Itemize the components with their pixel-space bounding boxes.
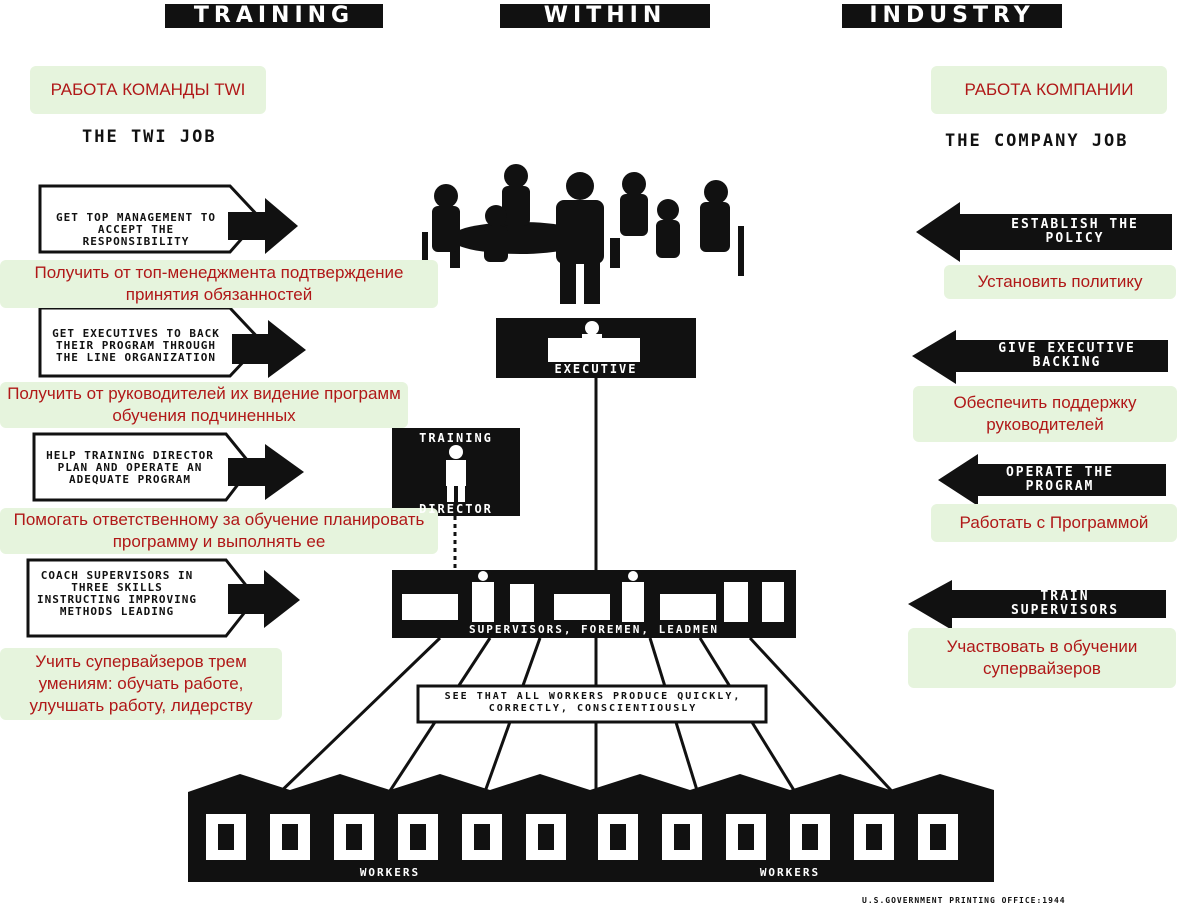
right-arrow-1	[916, 202, 1172, 262]
left-step-2-ru: Получить от руководителей их видение про…	[0, 382, 408, 428]
management-meeting	[422, 164, 744, 304]
see-that-box	[416, 684, 768, 724]
training-director-box	[392, 428, 520, 516]
right-title-en: THE COMPANY JOB	[945, 131, 1129, 151]
supervisors-label: SUPERVISORS, FOREMEN, LEADMEN	[468, 623, 720, 636]
left-step-1-ru: Получить от топ-менеджмента подтверждени…	[0, 260, 438, 308]
left-step-4-ru: Учить супервайзеров трем умениям: обучат…	[0, 648, 282, 720]
right-step-2-en: GIVE EXECUTIVE BACKING	[998, 341, 1136, 370]
left-title-en: THE TWI JOB	[82, 127, 217, 147]
training-director-bottom-label: DIRECTOR	[419, 502, 493, 516]
right-step-1-en: ESTABLISH THE POLICY	[1011, 217, 1139, 246]
right-arrow-2	[912, 330, 1168, 384]
see-that-text: SEE THAT ALL WORKERS PRODUCE QUICKLY, CO…	[444, 691, 742, 714]
right-arrow-3	[938, 454, 1166, 506]
header-training: TRAINING	[165, 4, 383, 28]
printing-office-note: U.S.GOVERNMENT PRINTING OFFICE:1944	[862, 896, 1066, 905]
left-arrow-2	[38, 306, 306, 378]
left-arrow-4	[26, 558, 300, 638]
left-step-3-ru: Помогать ответственному за обучение план…	[0, 508, 438, 554]
left-title-ru: РАБОТА КОМАНДЫ TWI	[30, 66, 266, 114]
right-title-ru: РАБОТА КОМПАНИИ	[931, 66, 1167, 114]
right-step-4-ru: Участвовать в обучении супервайзеров	[908, 628, 1176, 688]
header-industry: INDUSTRY	[842, 4, 1062, 28]
right-step-3-en: OPERATE THE PROGRAM	[1005, 465, 1115, 494]
executive-label: EXECUTIVE	[554, 362, 638, 376]
left-step-4-en: COACH SUPERVISORS IN THREE SKILLS INSTRU…	[36, 569, 198, 618]
left-arrow-1	[38, 184, 298, 254]
header-within: WITHIN	[500, 4, 710, 28]
right-step-4-en: TRAIN SUPERVISORS	[1010, 589, 1120, 618]
right-step-2-ru: Обеспечить поддержку руководителей	[913, 386, 1177, 442]
right-step-1-ru: Установить политику	[944, 265, 1176, 299]
workers-left-label: WORKERS	[359, 866, 421, 879]
workers-right-label: WORKERS	[759, 866, 821, 879]
right-step-3-ru: Работать с Программой	[931, 504, 1177, 542]
left-step-2-en: GET EXECUTIVES TO BACK THEIR PROGRAM THR…	[52, 327, 220, 364]
training-director-top-label: TRAINING	[419, 431, 493, 445]
left-arrow-3	[32, 432, 304, 502]
executive-box	[496, 318, 696, 378]
supervisors-box	[392, 570, 796, 638]
left-step-3-en: HELP TRAINING DIRECTOR PLAN AND OPERATE …	[46, 449, 214, 486]
right-arrow-4	[908, 580, 1166, 630]
left-step-1-en: GET TOP MANAGEMENT TO ACCEPT THE RESPONS…	[55, 211, 217, 248]
